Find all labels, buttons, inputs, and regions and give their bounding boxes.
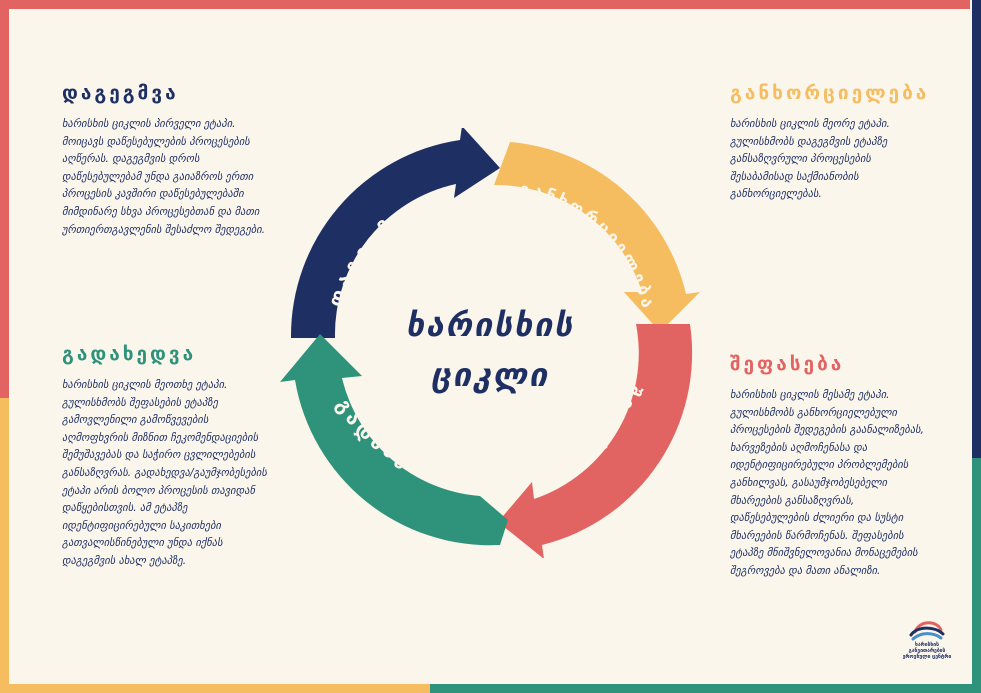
review-title: გადახედვა xyxy=(62,343,197,365)
planning-title: დაგეგმვა xyxy=(62,82,179,104)
arc-implementation xyxy=(494,142,700,332)
quality-cycle-diagram: დაგეგმვა განხორციელება შეფასება გადახედვ… xyxy=(280,128,700,558)
bottom-border-yellow xyxy=(0,684,430,693)
planning-text: ხარისხის ციკლის პირველი ეტაპი. მოიცავს დ… xyxy=(62,118,266,236)
right-border-navy xyxy=(972,0,981,458)
logo: ხარისხის განვითარების ეროვნული ცენტრი xyxy=(897,618,957,668)
review-panel: გადახედვა ხარისხის ციკლის მეოთხე ეტაპი. … xyxy=(62,343,267,571)
bottom-border-green xyxy=(430,684,981,693)
arc-planning xyxy=(290,128,500,338)
logo-text: ხარისხის განვითარების ეროვნული ცენტრი xyxy=(902,642,952,660)
implementation-text: ხარისხის ციკლის მეორე ეტაპი. გულისხმობს … xyxy=(730,118,890,201)
right-border-green xyxy=(972,458,981,693)
left-border-yellow xyxy=(0,398,9,693)
implementation-title: განხორციელება xyxy=(730,82,930,104)
left-border-red xyxy=(0,0,9,398)
evaluation-panel: შეფასება ხარისხის ციკლის მესამე ეტაპი. გ… xyxy=(730,353,925,581)
implementation-panel: განხორციელება ხარისხის ციკლის მეორე ეტაპ… xyxy=(730,82,930,204)
logo-icon xyxy=(909,621,945,641)
planning-panel: დაგეგმვა ხარისხის ციკლის პირველი ეტაპი. … xyxy=(62,82,267,239)
review-text: ხარისხის ციკლის მეოთხე ეტაპი. გულისხმობს… xyxy=(62,379,267,567)
arc-review xyxy=(280,334,508,546)
center-title-line2: ციკლი xyxy=(430,356,549,394)
center-title-line1: ხარისხის xyxy=(406,306,574,344)
top-border xyxy=(0,0,970,9)
evaluation-text: ხარისხის ციკლის მესამე ეტაპი. გულისხმობს… xyxy=(730,389,924,577)
evaluation-title: შეფასება xyxy=(730,353,845,375)
arc-evaluation xyxy=(498,324,693,558)
